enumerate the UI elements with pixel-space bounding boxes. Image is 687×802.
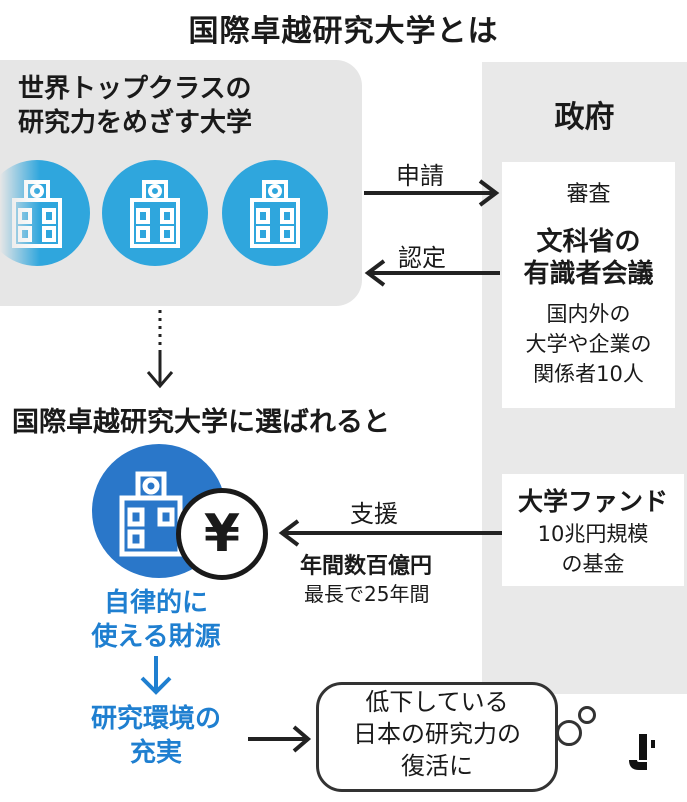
- funding-line1: 自律的に: [103, 588, 208, 618]
- support-label: 支援: [350, 500, 398, 528]
- universities-heading-line1: 世界トップクラスの: [18, 74, 252, 104]
- university-building-icon: [250, 180, 300, 248]
- amount-bold: 年間数百億円: [300, 554, 433, 579]
- environment-line2: 充実: [129, 738, 182, 768]
- council-box: [502, 162, 675, 408]
- members-line1: 国内外の: [546, 302, 631, 326]
- arrow-down-icon: [146, 310, 174, 389]
- environment-line1: 研究環境の: [90, 704, 221, 734]
- government-label: 政府: [554, 100, 615, 135]
- certify-label: 認定: [398, 244, 446, 272]
- funding-line2: 使える財源: [91, 622, 221, 652]
- fund-desc-line1: 10兆円規模: [537, 522, 649, 546]
- circle-fade: [0, 160, 40, 266]
- arrow-right-icon: [364, 179, 500, 207]
- outcome-line1: 低下している: [365, 688, 509, 716]
- members-line2: 大学や企業の: [525, 332, 652, 356]
- apply-label: 申請: [396, 162, 444, 190]
- outcome-bubble: [316, 682, 558, 792]
- outcome-line3: 復活に: [401, 752, 473, 780]
- university-building-icon: [119, 471, 183, 557]
- outcome-line2: 日本の研究力の: [353, 720, 521, 748]
- publisher-logo-icon: [629, 734, 655, 770]
- arrow-down-icon: [140, 656, 172, 695]
- university-circle-2: [102, 160, 208, 266]
- members-line3: 関係者10人: [533, 362, 644, 386]
- council-line1: 文科省の: [536, 227, 641, 257]
- arrow-left-icon: [278, 519, 502, 547]
- yen-coin-icon: ¥: [176, 488, 268, 580]
- university-building-icon: [130, 180, 180, 248]
- universities-heading-line2: 研究力をめざす大学: [18, 108, 253, 138]
- review-label: 審査: [566, 182, 611, 207]
- arrow-right-icon: [248, 725, 312, 753]
- arrow-left-icon: [364, 259, 500, 287]
- diagram-title: 国際卓越研究大学とは: [188, 14, 499, 49]
- council-line2: 有識者会議: [523, 259, 654, 289]
- amount-sub: 最長で25年間: [304, 582, 430, 606]
- fund-box: [502, 474, 684, 586]
- selected-heading: 国際卓越研究大学に選ばれると: [12, 407, 390, 438]
- yen-symbol: ¥: [203, 504, 241, 564]
- university-circle-3: [222, 160, 328, 266]
- fund-desc-line2: の基金: [561, 552, 625, 576]
- thought-bubble-icon: [578, 706, 596, 724]
- thought-bubble-icon: [556, 720, 582, 746]
- fund-name: 大学ファンド: [517, 487, 668, 516]
